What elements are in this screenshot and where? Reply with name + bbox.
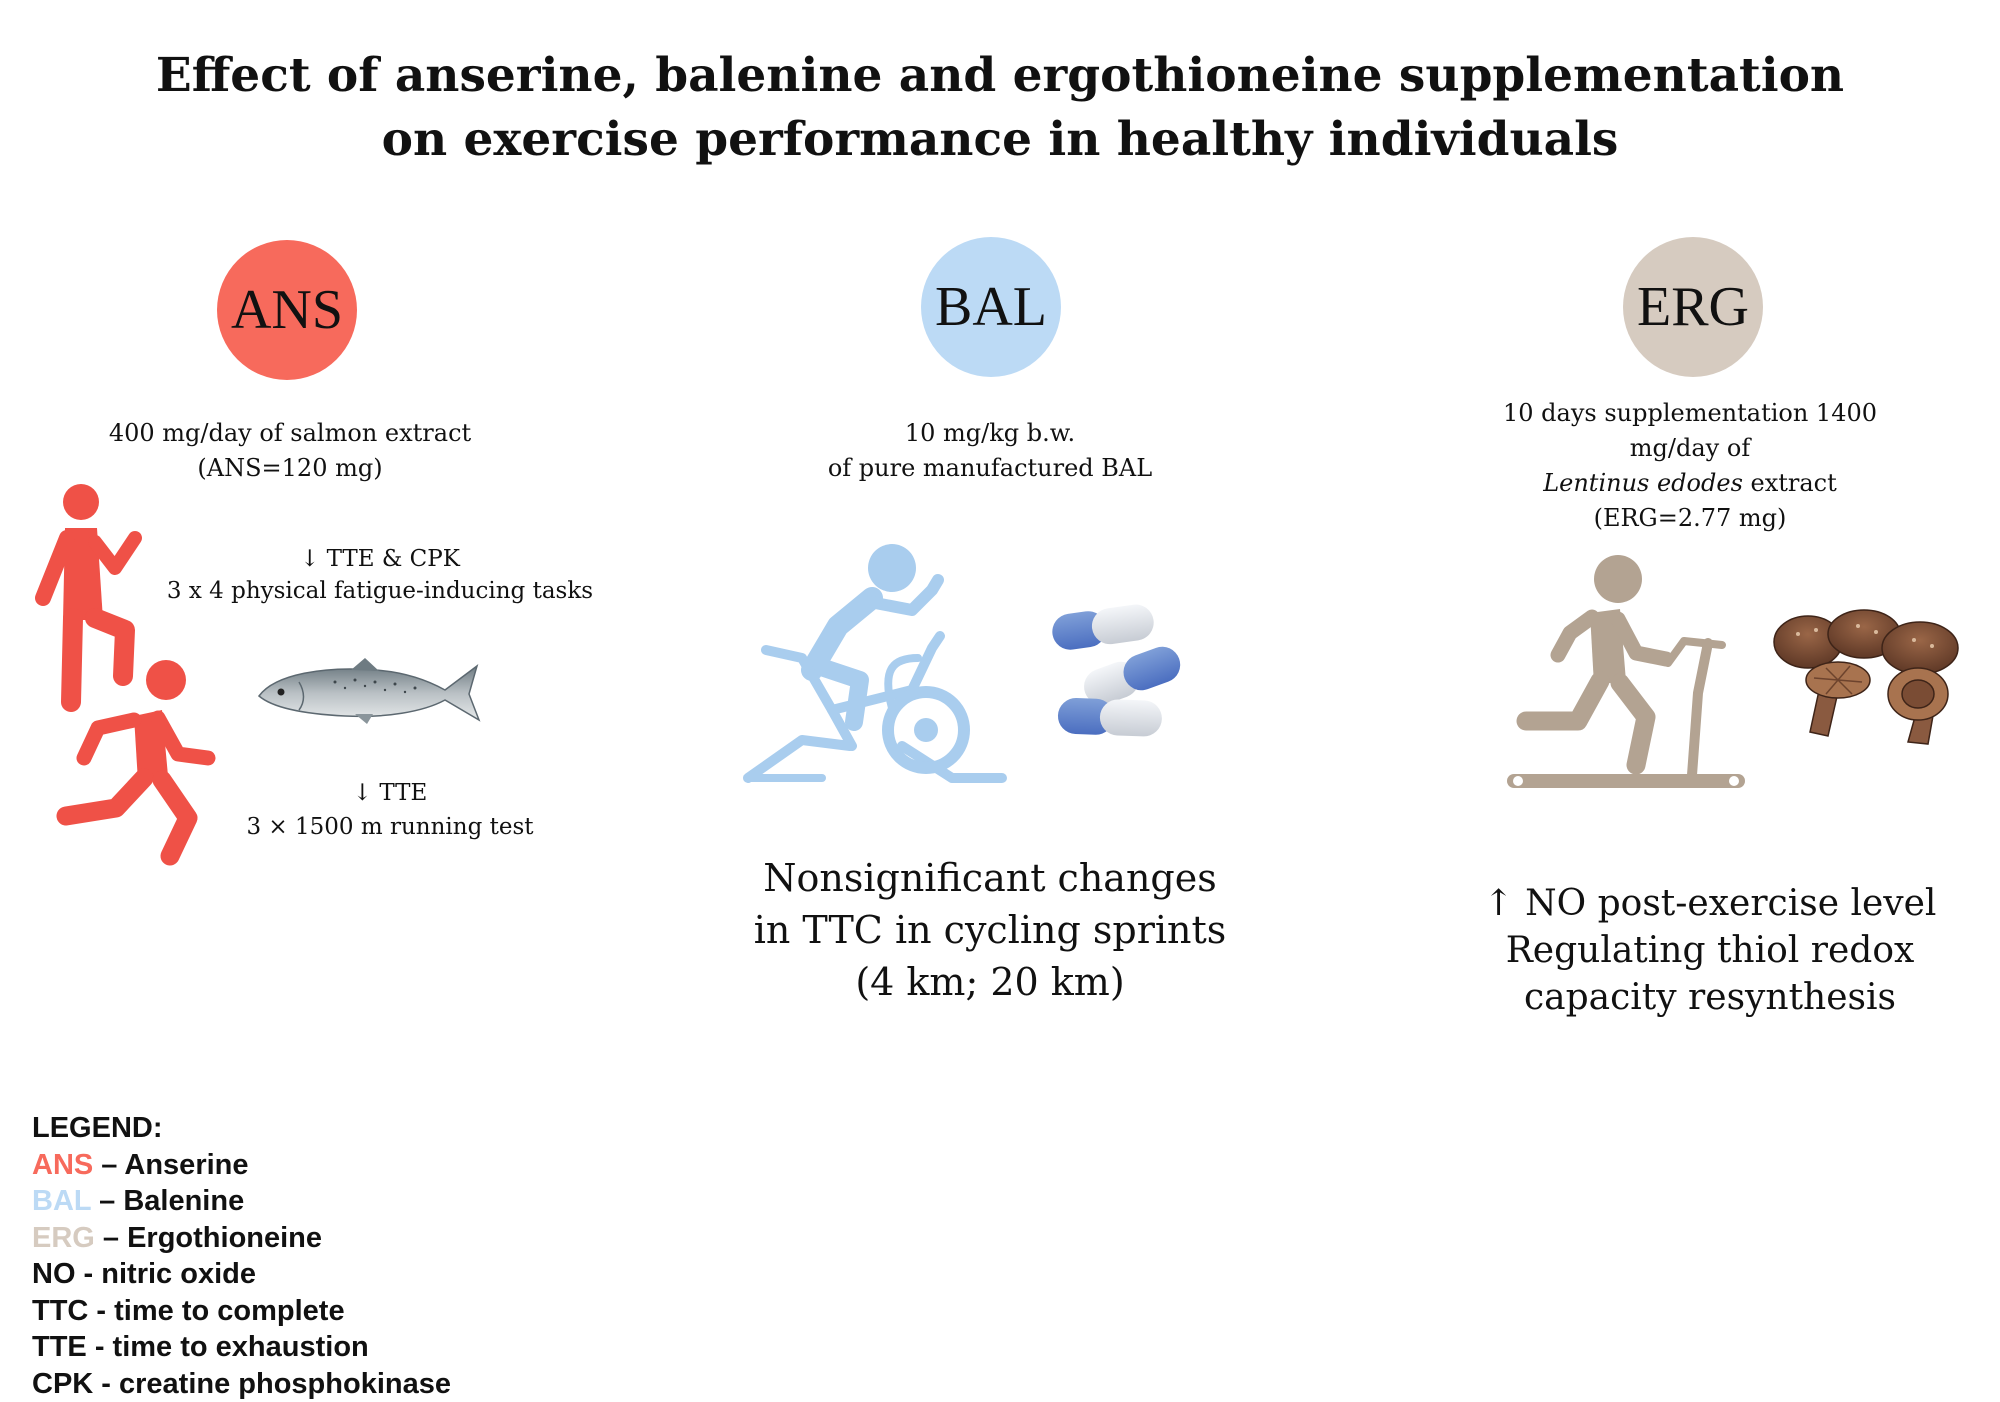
bal-outcome-line-1: Nonsignificant changes xyxy=(640,852,1340,904)
title-line-1: Effect of anserine, balenine and ergothi… xyxy=(0,44,2000,108)
legend-item-tte: TTE - time to exhaustion xyxy=(32,1329,451,1366)
legend-item-bal: BAL – Balenine xyxy=(32,1183,451,1220)
legend-item-ttc: TTC - time to complete xyxy=(32,1293,451,1330)
stationary-bike-icon xyxy=(742,540,1007,790)
bal-outcome-line-2: in TTC in cycling sprints xyxy=(640,904,1340,956)
title-line-2: on exercise performance in healthy indiv… xyxy=(0,108,2000,172)
bal-outcome: Nonsignificant changes in TTC in cycling… xyxy=(640,852,1340,1008)
erg-badge: ERG xyxy=(1623,237,1763,377)
legend-item-erg: ERG – Ergothioneine xyxy=(32,1220,451,1257)
bal-outcome-line-3: (4 km; 20 km) xyxy=(640,956,1340,1008)
erg-dose-line-2: mg/day of xyxy=(1430,431,1950,466)
legend-text-ans: – Anserine xyxy=(93,1149,248,1181)
legend-text-erg: – Ergothioneine xyxy=(95,1222,322,1254)
erg-species-name: Lentinus edodes xyxy=(1543,469,1743,497)
page-title: Effect of anserine, balenine and ergothi… xyxy=(0,44,2000,172)
erg-dose-line-3: Lentinus edodes extract xyxy=(1430,466,1950,501)
erg-dose: 10 days supplementation 1400 mg/day of L… xyxy=(1430,396,1950,536)
bal-dose-line-1: 10 mg/kg b.w. xyxy=(740,416,1240,451)
bal-badge: BAL xyxy=(921,237,1061,377)
erg-outcome-line-2: Regulating thiol redox xyxy=(1380,927,2000,974)
legend-abbr-ans: ANS xyxy=(32,1149,93,1181)
legend-item-no: NO - nitric oxide xyxy=(32,1256,451,1293)
erg-dose-line-3-rest: extract xyxy=(1743,469,1837,497)
ans-result-fatigue-line-1: ↓ TTE & CPK xyxy=(130,543,630,575)
erg-outcome-line-1: ↑ NO post-exercise level xyxy=(1380,880,2000,927)
treadmill-runner-icon xyxy=(1508,553,1748,803)
legend-text-bal: – Balenine xyxy=(91,1185,244,1217)
legend: LEGEND: ANS – Anserine BAL – Balenine ER… xyxy=(32,1110,451,1402)
ans-dose-line-1: 400 mg/day of salmon extract xyxy=(40,416,540,451)
bal-dose-line-2: of pure manufactured BAL xyxy=(740,451,1240,486)
erg-dose-line-1: 10 days supplementation 1400 xyxy=(1430,396,1950,431)
erg-badge-label: ERG xyxy=(1637,275,1749,339)
runner-icon xyxy=(58,658,218,868)
ans-dose: 400 mg/day of salmon extract (ANS=120 mg… xyxy=(40,416,540,486)
legend-item-ans: ANS – Anserine xyxy=(32,1147,451,1184)
legend-abbr-erg: ERG xyxy=(32,1222,95,1254)
bal-dose: 10 mg/kg b.w. of pure manufactured BAL xyxy=(740,416,1240,486)
ans-badge-label: ANS xyxy=(231,278,343,342)
legend-item-cpk: CPK - creatine phosphokinase xyxy=(32,1366,451,1402)
ans-result-fatigue-line-2: 3 x 4 physical fatigue-inducing tasks xyxy=(130,575,630,607)
legend-abbr-bal: BAL xyxy=(32,1185,91,1217)
ans-result-fatigue: ↓ TTE & CPK 3 x 4 physical fatigue-induc… xyxy=(130,543,630,607)
erg-outcome: ↑ NO post-exercise level Regulating thio… xyxy=(1380,880,2000,1021)
erg-outcome-line-3: capacity resynthesis xyxy=(1380,974,2000,1021)
bal-badge-label: BAL xyxy=(935,275,1047,339)
ans-badge: ANS xyxy=(217,240,357,380)
shiitake-mushroom-icon xyxy=(1768,602,1968,752)
erg-dose-line-4: (ERG=2.77 mg) xyxy=(1430,501,1950,536)
legend-heading: LEGEND: xyxy=(32,1110,451,1147)
salmon-icon xyxy=(255,656,485,726)
capsules-icon xyxy=(1048,595,1188,740)
